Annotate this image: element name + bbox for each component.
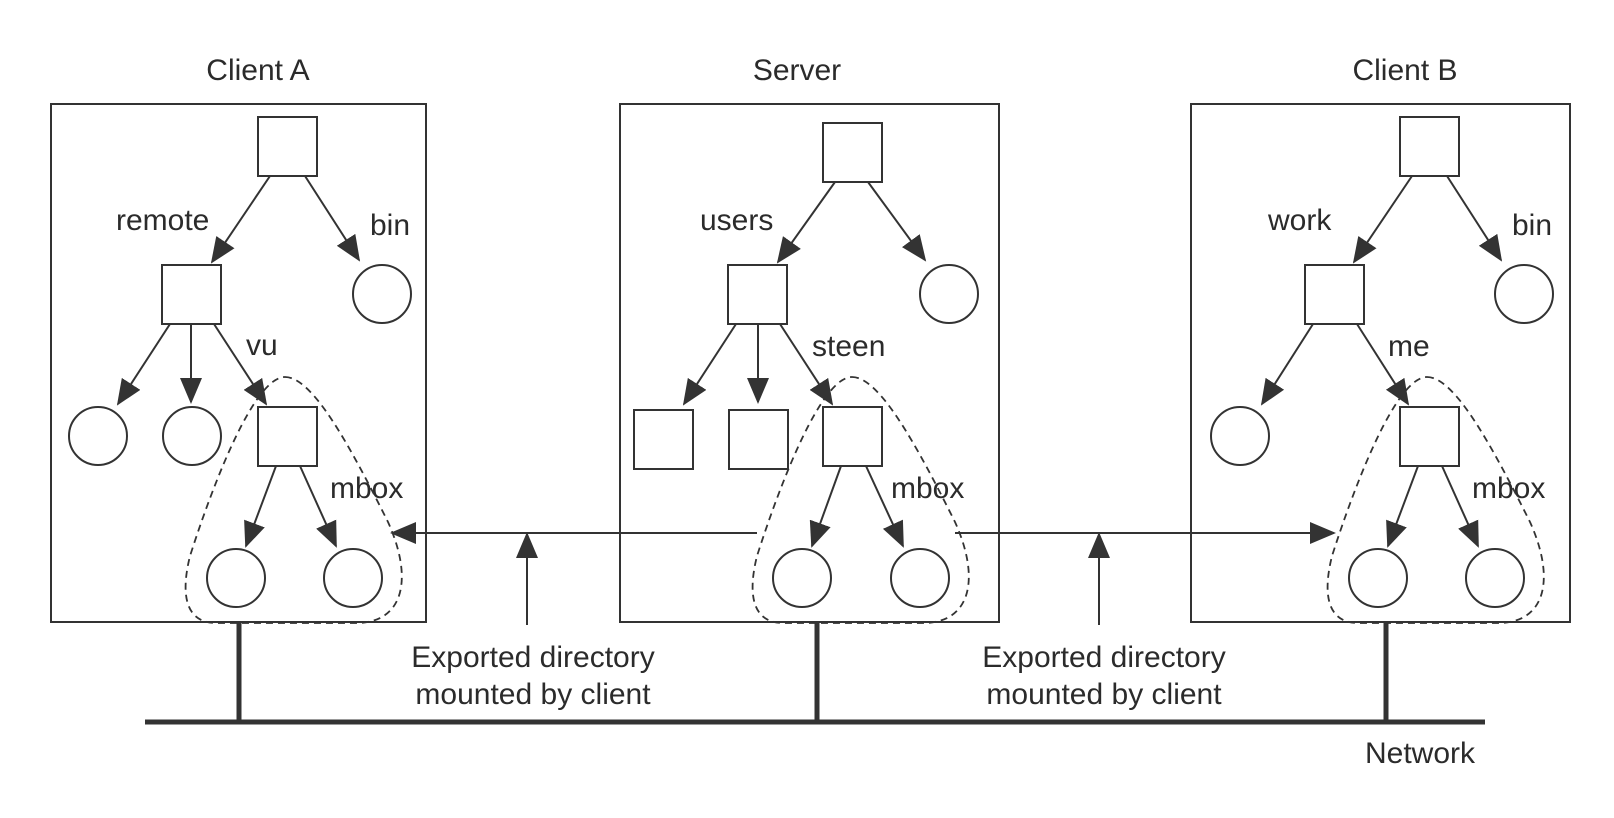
annotation-right-line1: Exported directory: [982, 641, 1225, 674]
server-exported-region: [751, 376, 970, 624]
client-a-bin-file: [352, 264, 412, 324]
client-b-work-dir: [1304, 264, 1365, 325]
label-steen: steen: [812, 330, 885, 363]
edge-b-mbox: [1441, 465, 1479, 548]
client-a-remote-dir: [161, 264, 222, 325]
client-b-bin-file: [1494, 264, 1554, 324]
client-b-box: [1190, 103, 1571, 623]
client-a-file-1: [68, 406, 128, 466]
annotation-left-line1: Exported directory: [411, 641, 654, 674]
server-steen-dir: [822, 406, 883, 467]
client-b-me-file-1: [1348, 548, 1408, 608]
client-b-file-1: [1210, 406, 1270, 466]
edge-remote-file1: [116, 323, 171, 406]
label-work: work: [1267, 204, 1332, 237]
client-a-vu-file-1: [206, 548, 266, 608]
annotation-right-line2: mounted by client: [986, 678, 1222, 711]
label-server-mbox: mbox: [891, 472, 964, 505]
edge-remote: [210, 175, 271, 264]
client-a-file-2: [162, 406, 222, 466]
edge-mbox: [299, 465, 337, 548]
edge-vu: [213, 323, 268, 406]
server-file: [919, 264, 979, 324]
edge-bin: [304, 175, 361, 262]
client-a-vu-dir: [257, 406, 318, 467]
server-root-dir: [822, 122, 883, 183]
client-a-title: Client A: [206, 54, 309, 87]
client-b-title: Client B: [1352, 54, 1457, 87]
client-b-mounted-region: [1326, 376, 1545, 624]
edge-work: [1352, 175, 1413, 264]
server-box: [619, 103, 1000, 623]
label-me: me: [1388, 330, 1430, 363]
client-a-root-dir: [257, 116, 318, 177]
label-vu: vu: [246, 329, 278, 362]
server-steen-file-1: [772, 548, 832, 608]
edge-me: [1356, 323, 1410, 406]
edge-vu-file1: [244, 465, 277, 548]
client-b: Client B work bin me mbox: [1190, 54, 1571, 624]
edge-users: [776, 181, 836, 264]
network-label: Network: [1365, 737, 1476, 770]
client-a: Client A remote bin vu mbox: [50, 54, 427, 624]
edge-server-mbox: [865, 465, 904, 548]
edge-me-file1: [1386, 465, 1419, 548]
server-dir-1: [633, 409, 694, 470]
edge-b-bin: [1446, 175, 1503, 262]
label-mbox: mbox: [330, 472, 403, 505]
client-b-root-dir: [1399, 116, 1460, 177]
client-b-mbox-file: [1465, 548, 1525, 608]
server-title: Server: [753, 54, 841, 87]
label-b-bin: bin: [1512, 209, 1552, 242]
label-remote: remote: [116, 204, 209, 237]
edge-work-file1: [1260, 323, 1314, 406]
client-a-mbox-file: [323, 548, 383, 608]
client-b-me-dir: [1399, 406, 1460, 467]
label-b-mbox: mbox: [1472, 472, 1545, 505]
label-bin: bin: [370, 209, 410, 242]
client-a-mounted-region: [184, 376, 403, 624]
edge-server-file: [867, 181, 927, 262]
annotation-left-line2: mounted by client: [415, 678, 651, 711]
edge-steen: [779, 323, 834, 406]
server: Server users steen mbox: [619, 54, 1000, 624]
label-users: users: [700, 204, 773, 237]
edge-steen-file1: [809, 465, 842, 548]
edge-users-dir1: [682, 323, 737, 406]
server-mbox-file: [890, 548, 950, 608]
server-users-dir: [727, 264, 788, 325]
server-dir-2: [728, 409, 789, 470]
